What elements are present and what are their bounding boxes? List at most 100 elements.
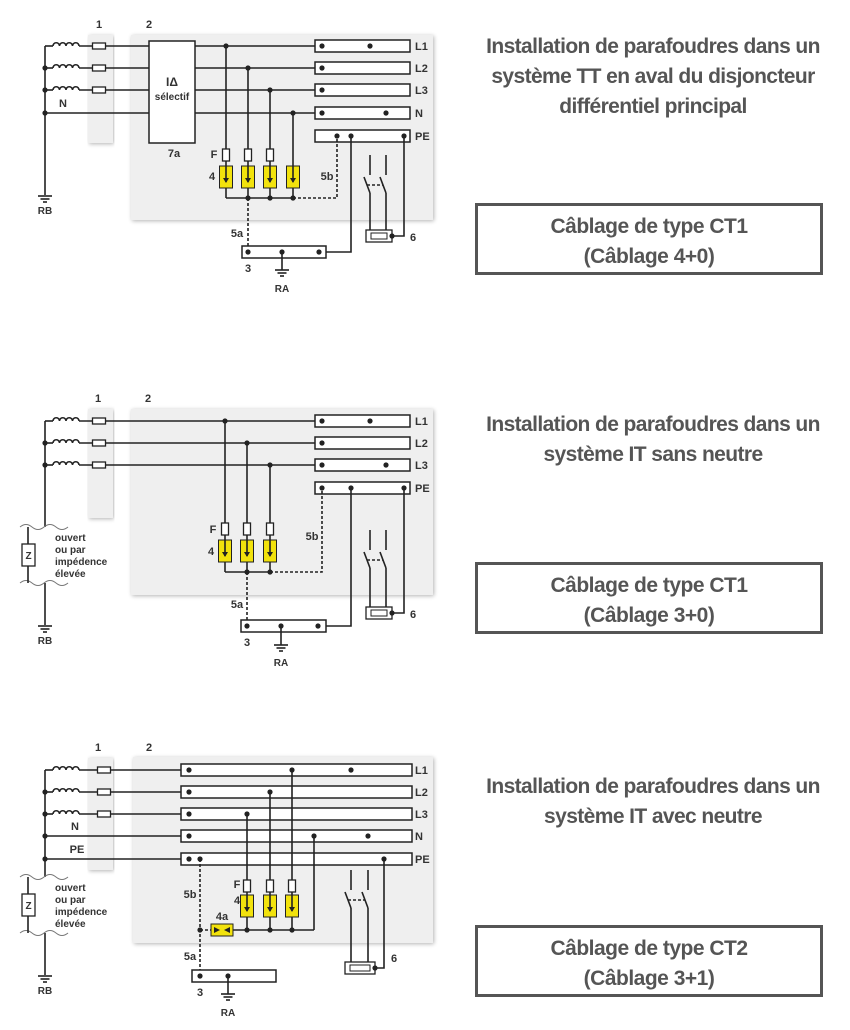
junction-dot (244, 623, 250, 629)
wiring-config: (Câblage 3+1) (583, 967, 715, 990)
diagram-label: 5b (306, 531, 319, 543)
busbar (314, 39, 411, 53)
fuse-icon (287, 879, 297, 893)
junction-dot (383, 462, 389, 468)
junction-dot (186, 767, 192, 773)
diagram-label: RA (275, 284, 289, 295)
busbar (314, 481, 411, 495)
section-3-title: Installation de parafoudres dans un syst… (470, 772, 836, 832)
busbar (180, 807, 413, 821)
diagram-label: L1 (415, 41, 428, 53)
diagram-label: 4 (234, 895, 241, 907)
junction-dot (42, 110, 48, 116)
arrow-icon (214, 927, 230, 933)
impedance-z (21, 893, 36, 917)
diagram-label: 2 (146, 742, 152, 754)
section-1-wiring-box: Câblage de type CT1 (Câblage 4+0) (475, 203, 823, 275)
diagram-label: L3 (415, 809, 428, 821)
diagram-label: F (211, 149, 218, 161)
diagram-label: 6 (410, 232, 416, 244)
junction-dot (383, 110, 389, 116)
wire (392, 488, 405, 614)
diagram-label: 4a (216, 911, 229, 923)
title-line: système IT avec neutre (544, 805, 763, 828)
fuse-icon (96, 810, 112, 818)
break-line (19, 874, 69, 880)
diagram-label: 4 (208, 546, 215, 558)
junction-dot (186, 833, 192, 839)
fuse-icon (91, 461, 107, 469)
diagram-label: 5b (321, 171, 334, 183)
junction-dot (267, 927, 273, 933)
section-2-title: Installation de parafoudres dans un syst… (470, 410, 836, 470)
busbar (191, 969, 277, 983)
diagram-label: impédence (55, 907, 108, 918)
diagram-label: L1 (415, 416, 428, 428)
fuse-icon (220, 522, 230, 536)
busbar (314, 83, 411, 97)
diagram-label: 3 (197, 987, 203, 999)
junction-dot (42, 833, 48, 839)
diagram-label: RB (38, 636, 52, 647)
diagram-label: 1 (95, 393, 101, 405)
inductor-icon (52, 810, 80, 815)
junction-dot (367, 43, 373, 49)
diagram-label: L2 (415, 63, 428, 75)
inductor-icon (52, 417, 80, 422)
diagram-label: 6 (410, 609, 416, 621)
diagram-label: 3 (244, 637, 250, 649)
junction-dot (42, 811, 48, 817)
busbar (314, 129, 411, 143)
diagram-label: L1 (415, 765, 428, 777)
title-line: système IT sans neutre (543, 443, 763, 466)
diagram-label: ou par (55, 895, 86, 906)
busbar (180, 829, 413, 843)
diagram-label: 1 (96, 19, 102, 31)
diagram-label: L2 (415, 787, 428, 799)
junction-dot (245, 249, 251, 255)
title-line: Installation de parafoudres dans un (486, 413, 820, 436)
diagram-label: PE (415, 131, 430, 143)
fuse-icon (91, 439, 107, 447)
junction-dot (315, 623, 321, 629)
title-line: Installation de parafoudres dans un (486, 35, 820, 58)
busbar (180, 785, 413, 799)
fuse-icon (91, 64, 107, 72)
arrow-icon (245, 178, 251, 183)
diagram-label: L2 (415, 438, 428, 450)
inductor-icon (52, 439, 80, 444)
junction-dot (319, 418, 325, 424)
junction-dot (334, 133, 340, 139)
diagram-label: N (71, 821, 79, 833)
junction-dot (42, 789, 48, 795)
diagram-label: PE (415, 483, 430, 495)
inductor-icon (52, 86, 80, 91)
diagram-label: impédence (55, 557, 108, 568)
busbar (180, 852, 413, 866)
diagram-label: 5b (184, 889, 197, 901)
junction-dot (319, 65, 325, 71)
panel-2-switchboard (133, 757, 433, 943)
section-2-wiring-box: Câblage de type CT1 (Câblage 3+0) (475, 562, 823, 634)
diagram-label: RA (274, 658, 288, 669)
busbar (314, 106, 411, 120)
wire (375, 859, 385, 969)
junction-dot (186, 856, 192, 862)
fuse-icon (96, 788, 112, 796)
junction-dot (244, 927, 250, 933)
title-line: différentiel principal (559, 95, 747, 118)
junction-dot (186, 789, 192, 795)
fuse-icon (242, 522, 252, 536)
rcd-device-inner (349, 964, 371, 972)
diagram-label: 1 (95, 742, 101, 754)
diagram-label: ou par (55, 545, 86, 556)
junction-dot (365, 833, 371, 839)
dashed-wire (270, 488, 323, 573)
diagram-label: 5a (231, 228, 244, 240)
fuse-icon (91, 417, 107, 425)
diagram-label: élevée (55, 919, 86, 930)
diagram-label: 7a (168, 148, 181, 160)
diagram-label: ouvert (55, 533, 86, 544)
differential-breaker (148, 40, 196, 144)
